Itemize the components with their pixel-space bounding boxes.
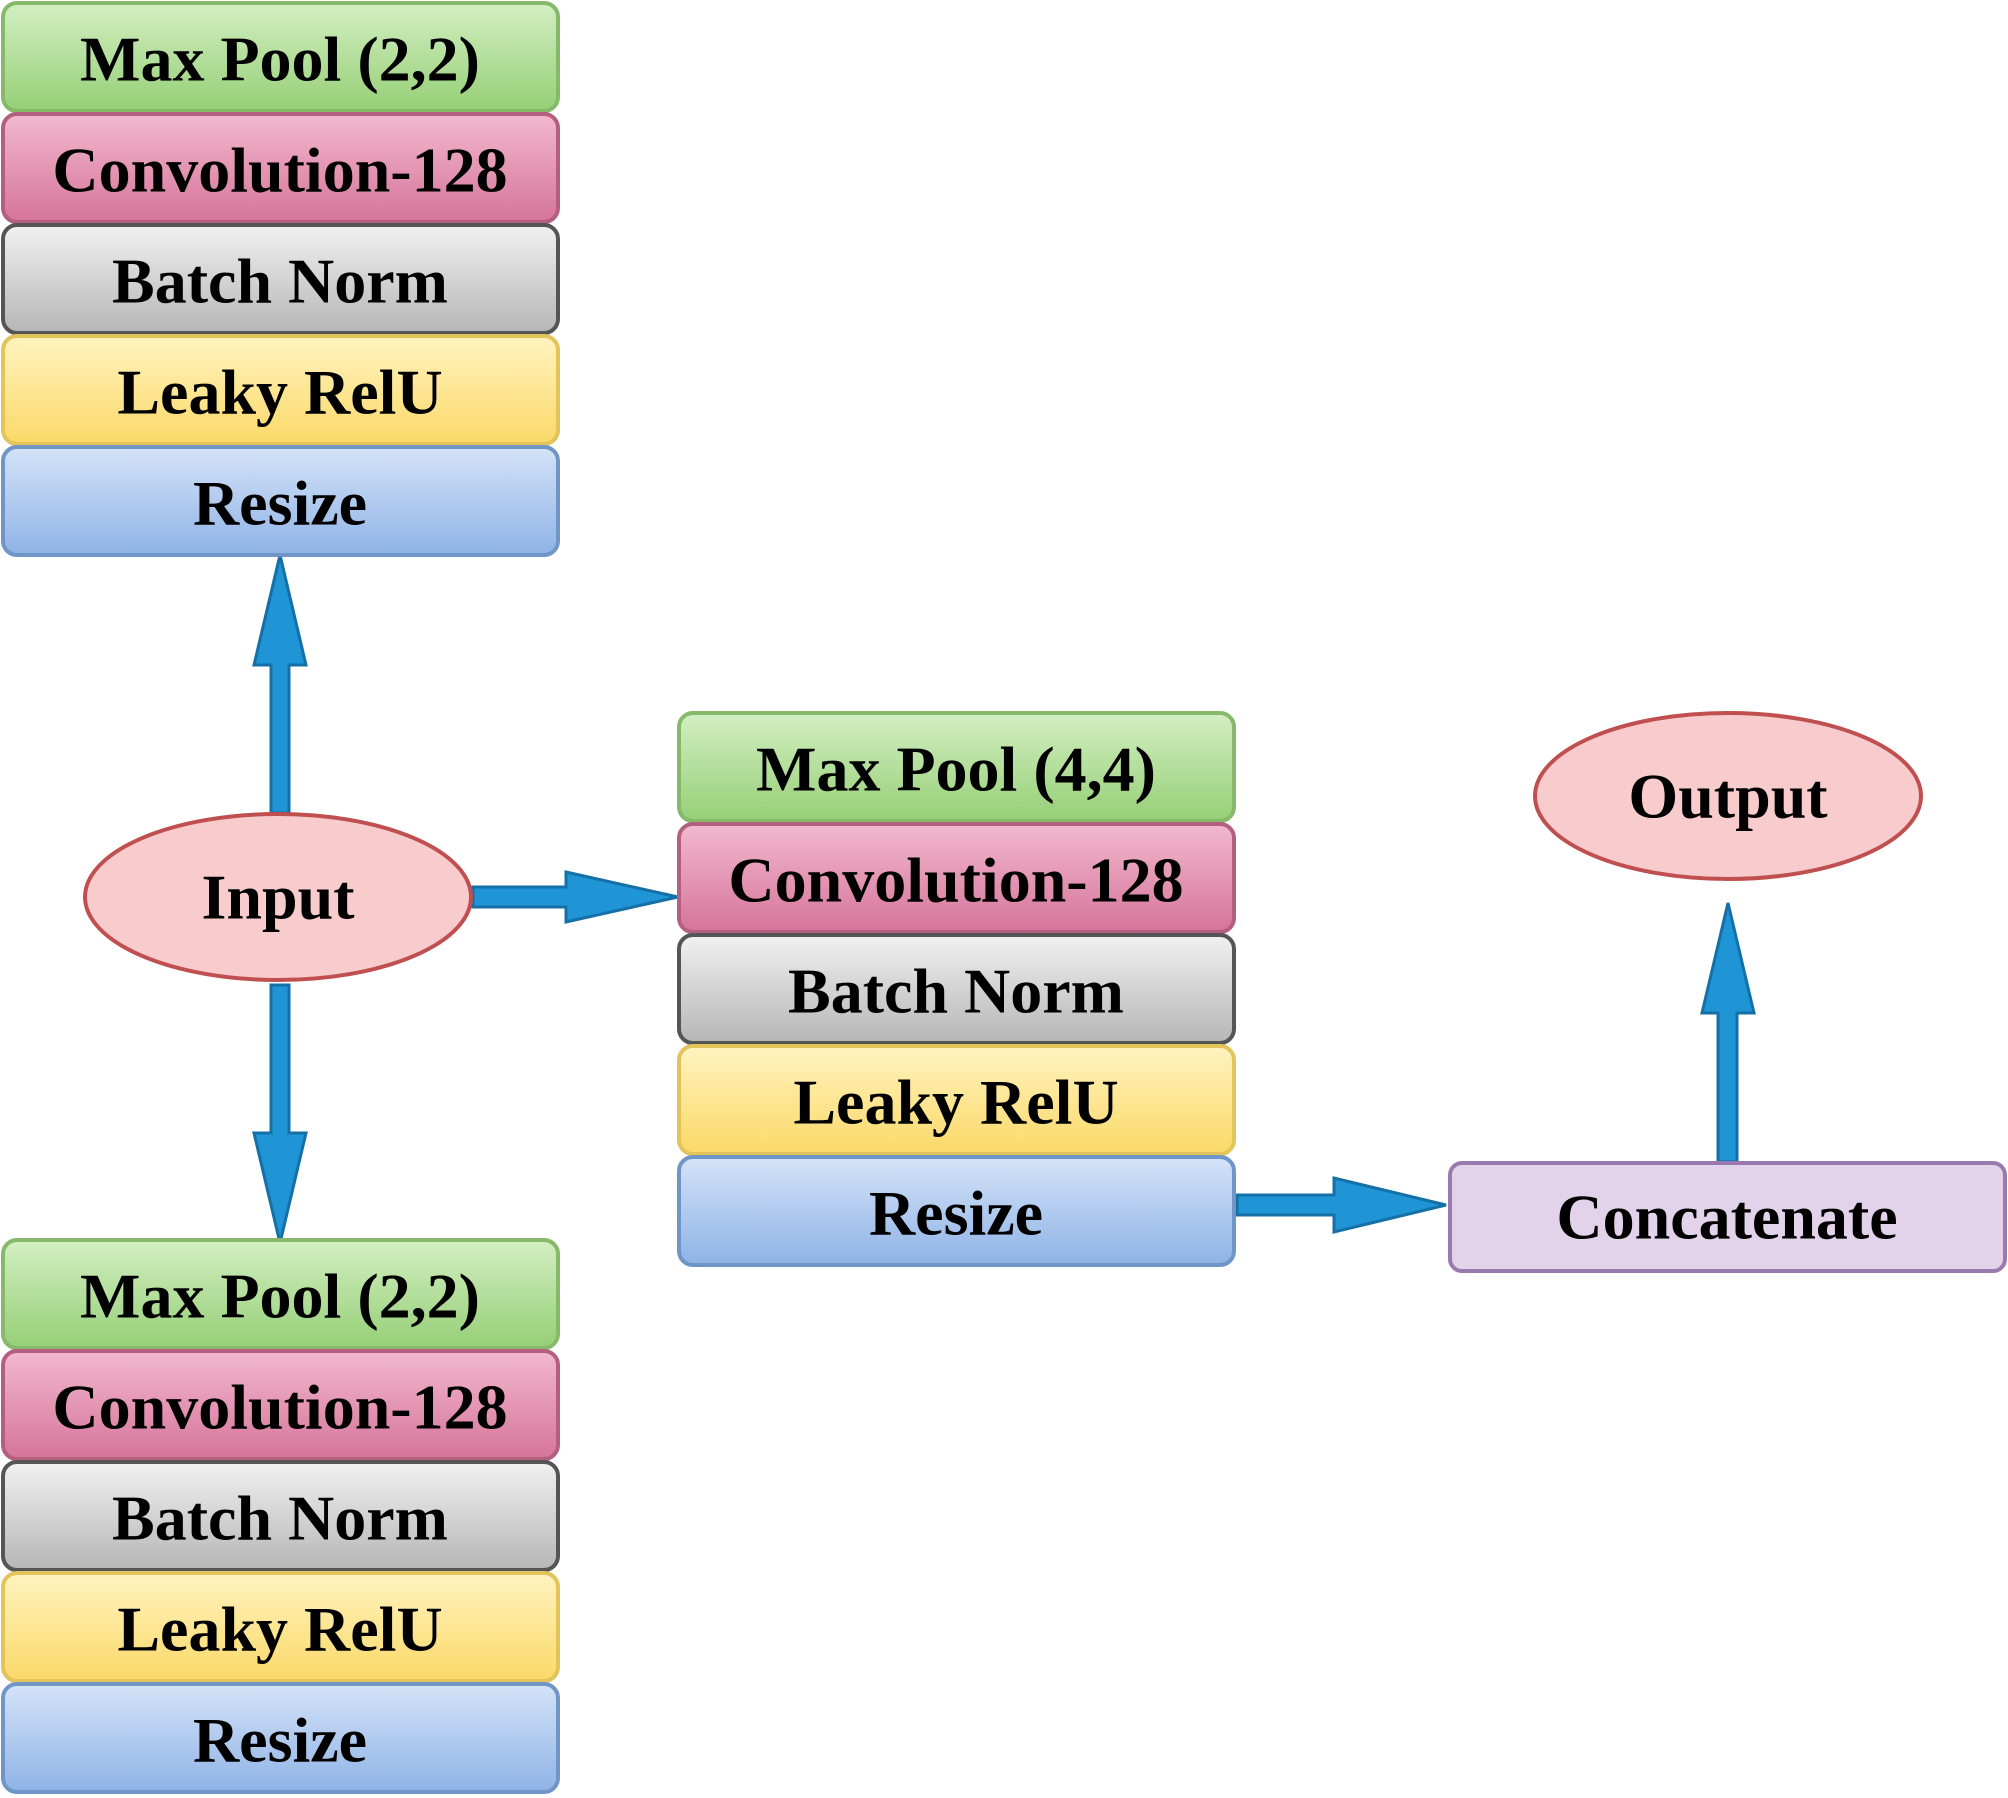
top-convolution-label: Convolution-128	[52, 135, 507, 206]
input-label: Input	[202, 862, 356, 933]
middle-leakyrelu-label: Leaky RelU	[793, 1067, 1118, 1138]
middle-convolution-label: Convolution-128	[728, 845, 1183, 916]
middle-convolution-block: Convolution-128	[677, 822, 1236, 934]
concatenate-label: Concatenate	[1556, 1182, 1897, 1253]
top-batchnorm-label: Batch Norm	[112, 246, 448, 317]
bottom-resize-block: Resize	[1, 1682, 560, 1794]
bottom-convolution-label: Convolution-128	[52, 1372, 507, 1443]
top-maxpool-block: Max Pool (2,2)	[1, 1, 560, 113]
arrow-input-to-middle-stack	[471, 870, 679, 924]
top-leakyrelu-label: Leaky RelU	[117, 357, 442, 428]
top-batchnorm-block: Batch Norm	[1, 223, 560, 335]
bottom-leakyrelu-label: Leaky RelU	[117, 1594, 442, 1665]
middle-stack: Max Pool (4,4) Convolution-128 Batch Nor…	[677, 711, 1236, 1267]
top-resize-block: Resize	[1, 445, 560, 557]
bottom-stack: Max Pool (2,2) Convolution-128 Batch Nor…	[1, 1238, 560, 1794]
input-node: Input	[83, 812, 473, 982]
arrows	[252, 554, 1756, 1244]
bottom-batchnorm-label: Batch Norm	[112, 1483, 448, 1554]
top-leakyrelu-block: Leaky RelU	[1, 334, 560, 446]
arrow-input-to-top-stack	[252, 554, 308, 815]
bottom-maxpool-block: Max Pool (2,2)	[1, 1238, 560, 1350]
concatenate-node: Concatenate	[1448, 1161, 2007, 1273]
middle-resize-block: Resize	[677, 1155, 1236, 1267]
bottom-resize-label: Resize	[193, 1705, 367, 1776]
bottom-leakyrelu-block: Leaky RelU	[1, 1571, 560, 1683]
bottom-maxpool-label: Max Pool (2,2)	[80, 1261, 480, 1332]
arrow-middle-to-concatenate	[1235, 1176, 1447, 1234]
middle-leakyrelu-block: Leaky RelU	[677, 1044, 1236, 1156]
middle-batchnorm-block: Batch Norm	[677, 933, 1236, 1045]
middle-maxpool-label: Max Pool (4,4)	[756, 734, 1156, 805]
bottom-convolution-block: Convolution-128	[1, 1349, 560, 1461]
top-convolution-block: Convolution-128	[1, 112, 560, 224]
output-label: Output	[1628, 761, 1828, 832]
arrow-input-to-bottom-stack	[252, 983, 308, 1244]
bottom-batchnorm-block: Batch Norm	[1, 1460, 560, 1572]
output-node: Output	[1533, 711, 1923, 881]
top-maxpool-label: Max Pool (2,2)	[80, 24, 480, 95]
arrow-concatenate-to-output	[1700, 902, 1756, 1164]
middle-maxpool-block: Max Pool (4,4)	[677, 711, 1236, 823]
middle-batchnorm-label: Batch Norm	[788, 956, 1124, 1027]
top-resize-label: Resize	[193, 468, 367, 539]
middle-resize-label: Resize	[869, 1178, 1043, 1249]
top-stack: Max Pool (2,2) Convolution-128 Batch Nor…	[1, 1, 560, 557]
